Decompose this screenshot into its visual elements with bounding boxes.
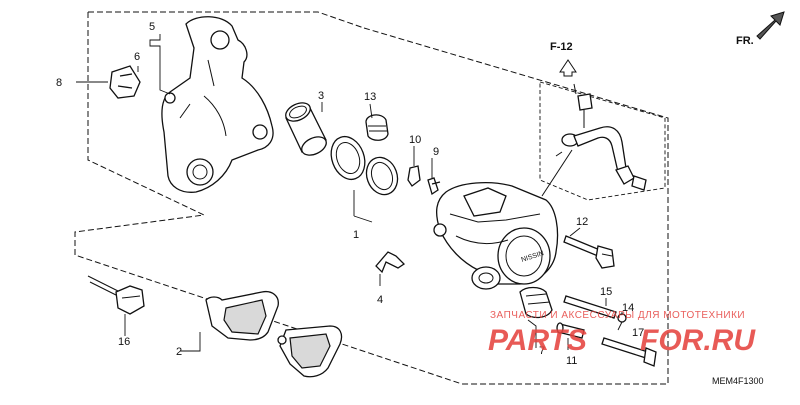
callout-16: 16 [118, 336, 130, 348]
bracket-assembly-outline [87, 11, 365, 216]
section-reference-label: F-12 [550, 41, 573, 53]
front-label: FR. [736, 35, 754, 47]
slide-pin-bolt [601, 337, 657, 367]
watermark-tagline: ЗАПЧАСТИ И АКСЕССУАРЫ ДЛЯ МОТОТЕХНИКИ [490, 310, 745, 321]
brake-hose-assembly [541, 83, 647, 197]
callout-15: 15 [600, 286, 612, 298]
watermark-logo-right: FOR.RU [640, 324, 756, 357]
callout-1: 1 [353, 229, 359, 241]
slide-pin-clip [109, 65, 141, 99]
pad-spring [375, 251, 406, 274]
front-direction-indicator: FR. [736, 11, 785, 47]
callout-2: 2 [176, 346, 182, 358]
callout-9: 9 [433, 146, 439, 158]
front-arrow-icon [756, 11, 785, 40]
callout-13: 13 [364, 91, 376, 103]
brake-hose-outline [539, 81, 666, 201]
pin-sleeve [556, 322, 585, 339]
drawing-code: MEM4F1300 [712, 376, 764, 386]
callout-11: 11 [566, 355, 577, 367]
piston [285, 102, 327, 156]
bracket-mounting-bolt [87, 275, 145, 315]
callout-3: 3 [318, 90, 324, 102]
pin-boot [365, 114, 389, 141]
callout-10: 10 [409, 134, 421, 146]
watermark-logo-left: PARTS [488, 324, 587, 357]
bleeder-screw [427, 177, 441, 196]
callout-6: 6 [134, 51, 140, 63]
brake-pad-set [205, 290, 343, 378]
callout-4: 4 [377, 294, 383, 306]
caliper-assembly-outline [74, 27, 669, 385]
callout-7: 7 [539, 345, 545, 357]
piston-seal-kit [330, 135, 399, 196]
callout-12: 12 [576, 216, 588, 228]
section-reference-arrow-icon [559, 59, 577, 77]
caliper-bracket [161, 16, 274, 193]
bleeder-cap [407, 165, 421, 187]
callout-14: 14 [622, 302, 634, 314]
caliper-body: NISSIN [433, 182, 559, 290]
caliper-pin-bolt [563, 235, 615, 269]
site-watermark: ЗАПЧАСТИ И АКСЕССУАРЫ ДЛЯ МОТОТЕХНИКИ PA… [488, 310, 756, 357]
callout-17: 17 [632, 327, 644, 339]
callout-5: 5 [149, 21, 155, 33]
leader-lines [76, 34, 623, 352]
callout-8: 8 [56, 77, 62, 89]
slide-pin-boot [519, 286, 553, 319]
slide-pin [563, 295, 617, 319]
